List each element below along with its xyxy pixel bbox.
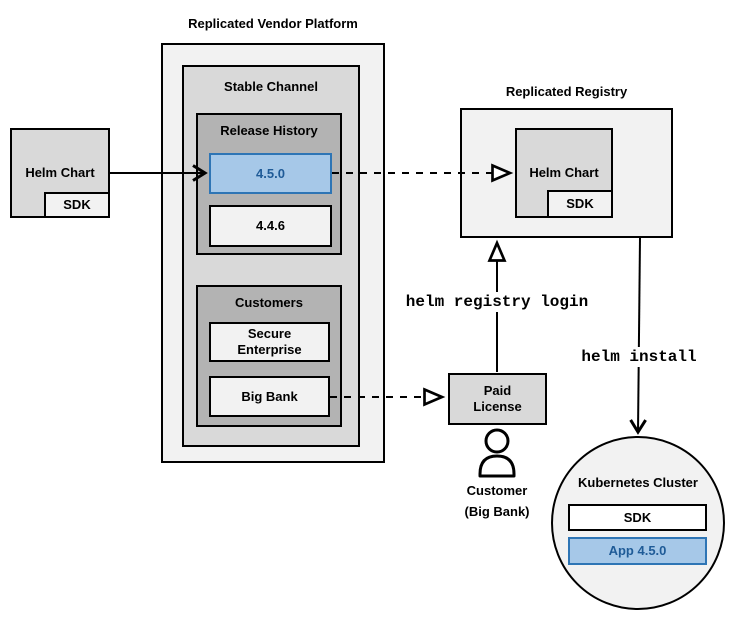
source-helm-chart-label: Helm Chart (25, 165, 95, 181)
customer-caption-line2: (Big Bank) (464, 504, 530, 519)
paid-license-label: Paid License (473, 383, 522, 414)
source-sdk-box: SDK (44, 192, 110, 218)
helm-registry-login-command: helm registry login (397, 292, 597, 312)
customer-caption-line1: Customer (466, 483, 528, 498)
release-446-label: 4.4.6 (256, 218, 285, 234)
source-sdk-label: SDK (63, 197, 91, 213)
cluster-sdk-label: SDK (623, 509, 652, 525)
customer-big-bank-node: Big Bank (209, 376, 330, 417)
customer-secure-enterprise-node: Secure Enterprise (209, 322, 330, 362)
cluster-sdk-box: SDK (568, 504, 707, 531)
registry-sdk-box: SDK (547, 190, 613, 218)
customer-secure-enterprise-label: Secure Enterprise (237, 326, 302, 357)
cluster-app-label: App 4.5.0 (608, 543, 667, 559)
arrow-registry-to-cluster (629, 237, 647, 435)
helm-install-command: helm install (564, 347, 714, 367)
registry-helm-chart-label: Helm Chart (529, 165, 599, 181)
customer-person-icon (478, 428, 516, 478)
vendor-platform-title: Replicated Vendor Platform (188, 16, 358, 31)
stable-channel-title: Stable Channel (224, 79, 318, 94)
release-446-node: 4.4.6 (209, 205, 332, 247)
release-history-title: Release History (220, 123, 318, 138)
paid-license-box: Paid License (448, 373, 547, 425)
customer-big-bank-label: Big Bank (241, 388, 298, 404)
cluster-app-box: App 4.5.0 (568, 537, 707, 565)
release-450-node: 4.5.0 (209, 153, 332, 194)
customers-title: Customers (235, 295, 303, 310)
kubernetes-cluster-title: Kubernetes Cluster (578, 475, 698, 490)
registry-sdk-label: SDK (566, 196, 594, 212)
registry-title: Replicated Registry (505, 84, 628, 99)
customer-caption: Customer (Big Bank) (437, 480, 557, 522)
release-450-label: 4.5.0 (256, 165, 285, 181)
